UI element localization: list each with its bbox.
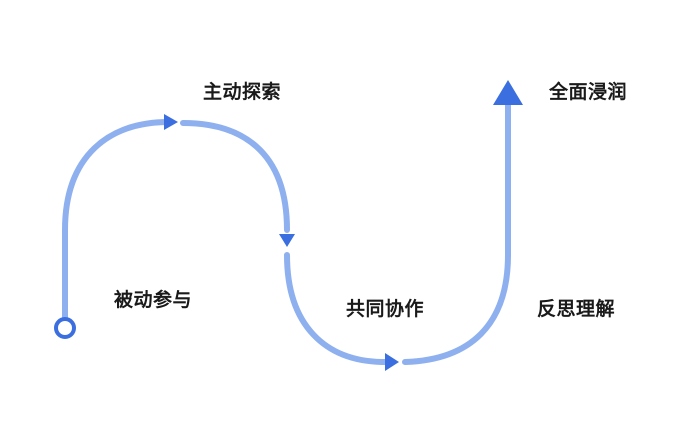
start-point-icon bbox=[54, 317, 76, 339]
arrow-right-icon bbox=[385, 353, 399, 371]
path-segment-4 bbox=[402, 97, 511, 365]
path-segment-3 bbox=[284, 252, 388, 365]
path-segment-2 bbox=[180, 120, 290, 233]
stage-label-active-exploration: 主动探索 bbox=[203, 81, 282, 103]
path-segment-1 bbox=[62, 119, 171, 321]
arrow-right-icon bbox=[164, 114, 178, 130]
stage-label-immersion: 全面浸润 bbox=[549, 81, 628, 103]
arrow-up-icon bbox=[493, 80, 523, 105]
stage-label-passive-participation: 被动参与 bbox=[114, 289, 193, 311]
arrow-down-icon bbox=[279, 234, 295, 247]
stage-label-reflection: 反思理解 bbox=[537, 298, 616, 320]
stage-label-collaboration: 共同协作 bbox=[346, 298, 425, 320]
